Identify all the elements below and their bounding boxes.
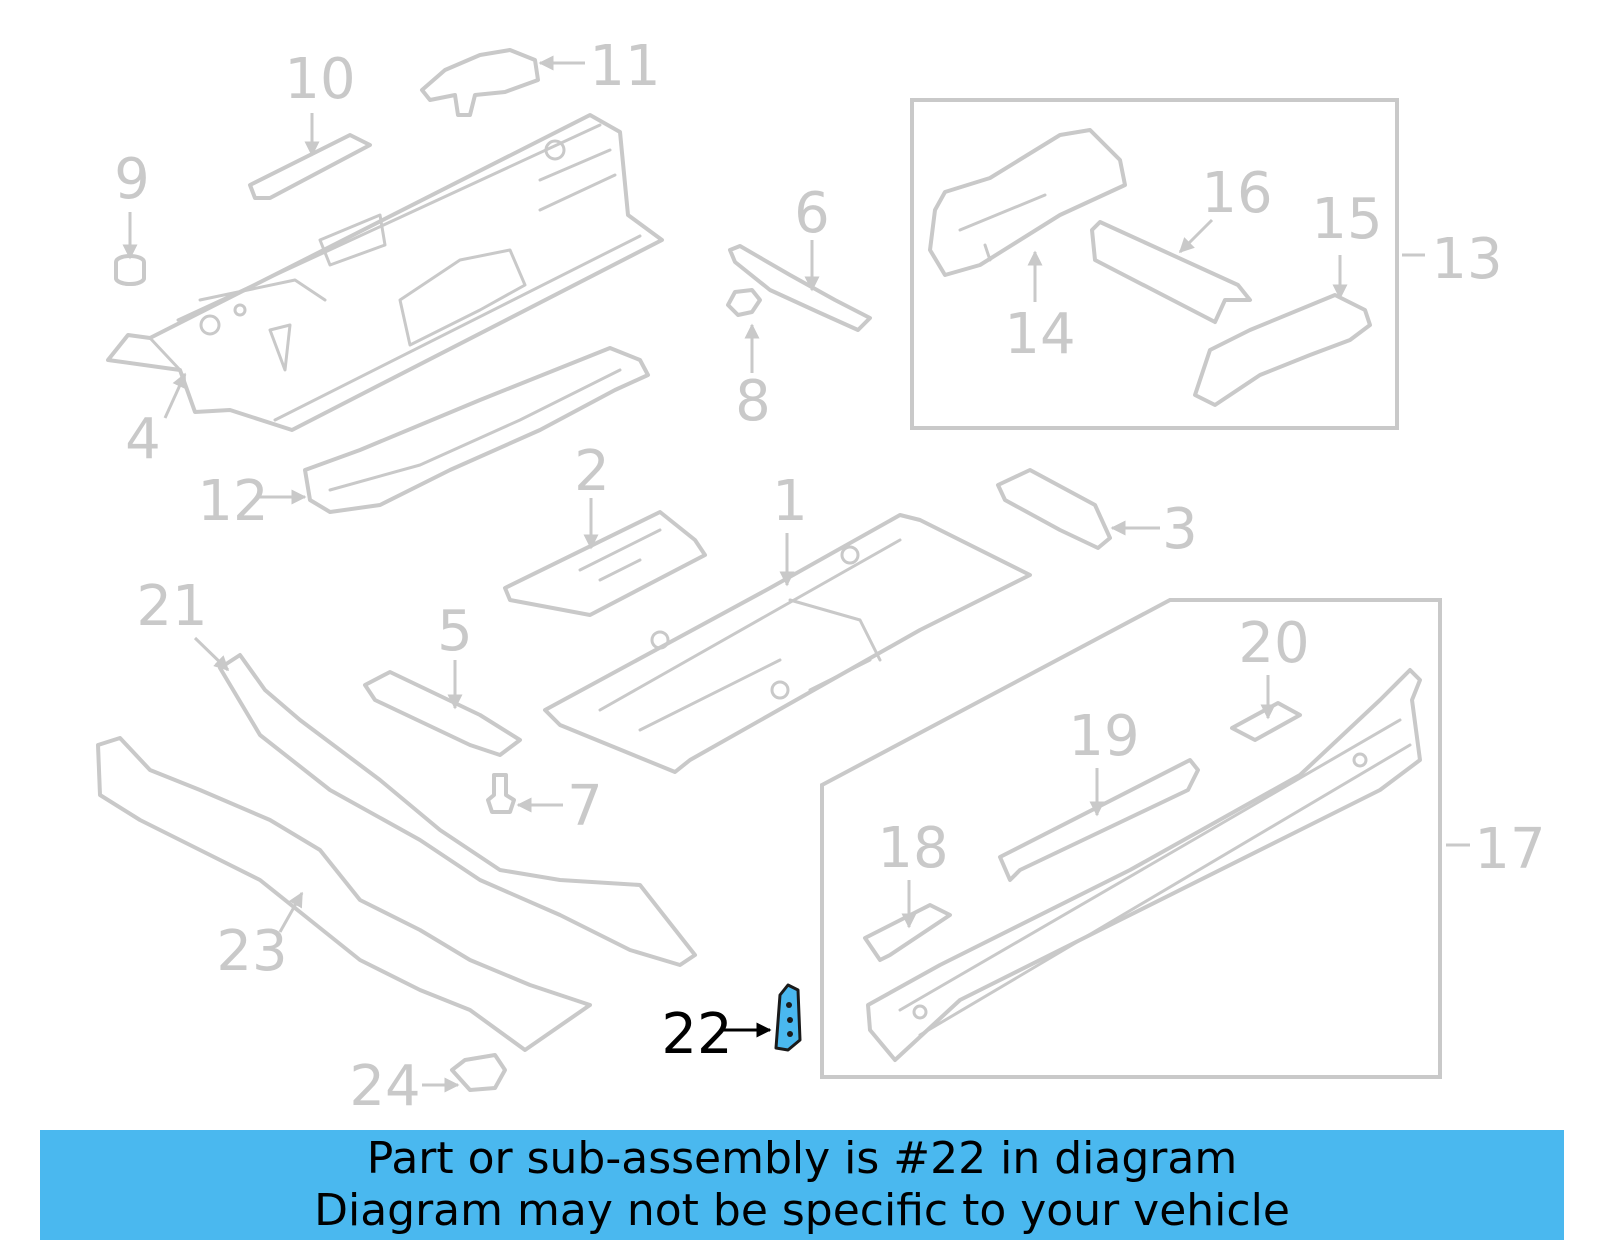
part-22-shape[interactable]	[774, 983, 802, 1052]
callout-5: 5	[437, 599, 473, 664]
part-15-shape	[1193, 293, 1372, 407]
part-21-shape	[218, 653, 697, 967]
callout-6: 6	[794, 181, 830, 246]
parts-diagram: 1 2 3 4 5 6 7 8 9 10 11 12 13 14 15 16 1…	[96, 34, 1546, 1119]
part-7-shape	[486, 773, 516, 814]
part-11-shape	[420, 48, 540, 117]
callout-1: 1	[772, 469, 808, 534]
callout-10: 10	[284, 47, 355, 112]
part-6-shape	[728, 244, 872, 332]
group-13-frame	[910, 98, 1399, 430]
part-19-shape	[998, 758, 1200, 882]
callout-13: 13	[1431, 227, 1502, 292]
part-23-shape	[96, 736, 592, 1052]
callout-21: 21	[136, 574, 207, 639]
part-1-shape	[543, 513, 1032, 774]
part-18-shape	[863, 903, 952, 962]
callout-2: 2	[574, 439, 610, 504]
info-banner: Part or sub-assembly is #22 in diagram D…	[40, 1130, 1564, 1240]
callout-16: 16	[1201, 161, 1272, 226]
callout-4: 4	[125, 407, 161, 472]
callout-23: 23	[216, 919, 287, 984]
callout-20: 20	[1238, 611, 1309, 676]
callout-8: 8	[735, 369, 771, 434]
part-9-shape	[114, 254, 146, 286]
part-2-shape	[503, 510, 707, 617]
banner-line-1: Part or sub-assembly is #22 in diagram	[366, 1133, 1238, 1184]
part-20-shape	[1230, 701, 1302, 742]
part-10-shape	[248, 133, 372, 200]
callout-12: 12	[197, 469, 268, 534]
callout-18: 18	[877, 816, 948, 881]
callout-24: 24	[349, 1054, 420, 1119]
part-16-shape	[1090, 220, 1252, 324]
callout-22: 22	[661, 1002, 732, 1067]
group-17-frame	[820, 598, 1442, 1079]
part-3-shape	[996, 468, 1112, 550]
callout-9: 9	[114, 147, 150, 212]
banner-line-2: Diagram may not be specific to your vehi…	[314, 1185, 1290, 1236]
callout-3: 3	[1162, 497, 1198, 562]
callout-14: 14	[1004, 302, 1075, 367]
callout-7: 7	[567, 774, 603, 839]
part-8-shape	[726, 288, 762, 317]
part-4-shape	[106, 113, 664, 432]
part-5-shape	[363, 670, 522, 757]
part-14-shape	[928, 128, 1127, 277]
part-17-shape	[866, 668, 1422, 1062]
part-24-shape	[450, 1053, 507, 1092]
part-12-shape	[303, 346, 650, 514]
callout-17: 17	[1474, 817, 1545, 882]
callout-19: 19	[1068, 704, 1139, 769]
callout-11: 11	[589, 34, 660, 99]
leader-lines	[122, 55, 1470, 1093]
callout-15: 15	[1311, 187, 1382, 252]
